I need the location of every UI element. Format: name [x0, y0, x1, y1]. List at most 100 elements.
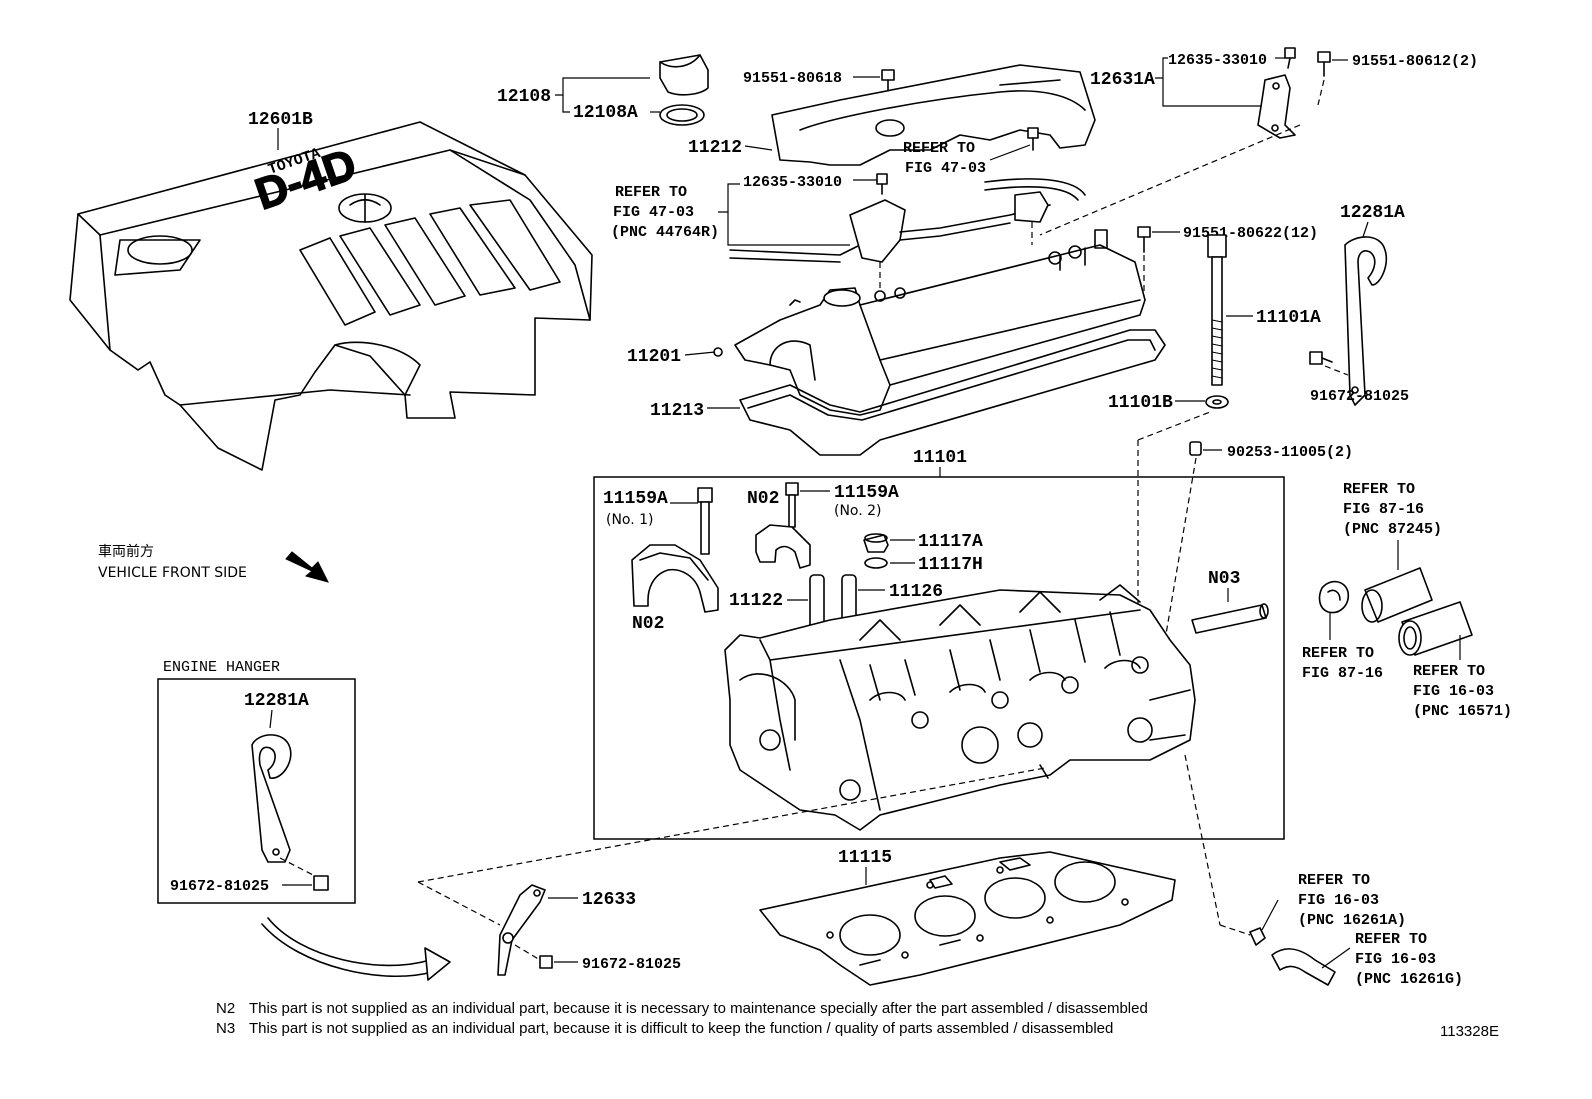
- head-cover-gasket-illustration: [739, 329, 1166, 456]
- part-number-91672-81025-bottom: 91672-81025: [582, 956, 681, 973]
- reference-fig-16-03-pnc-16571: REFER TO FIG 16-03 (PNC 16571): [1413, 663, 1512, 720]
- ref-line: (PNC 44764R): [611, 224, 719, 241]
- part-number-91672-81025-top: 91672-81025: [1310, 388, 1409, 405]
- bolt-91672-81025-hanger-icon: [313, 875, 329, 891]
- front-direction-arrow-icon: [285, 551, 329, 583]
- no2-label: (No. 2): [834, 503, 882, 519]
- engine-hanger-title: ENGINE HANGER: [163, 659, 280, 676]
- ref-line: FIG 16-03: [1355, 951, 1436, 968]
- engine-hanger-illustration: [251, 734, 292, 863]
- engine-cover-illustration: TOYOTA D-4D: [69, 121, 593, 471]
- ref-line: (PNC 16261A): [1298, 912, 1406, 929]
- cylinder-head-cover-illustration: [713, 229, 1146, 416]
- bolt-91551-80612-icon: [1317, 51, 1331, 77]
- note-n3-text: This part is not supplied as an individu…: [249, 1020, 1113, 1037]
- reference-fig-87-16-pnc-87245: REFER TO FIG 87-16 (PNC 87245): [1343, 481, 1442, 538]
- ref-line: FIG 16-03: [1413, 683, 1494, 700]
- ref-line: FIG 47-03: [905, 160, 986, 177]
- reference-fig-16-03-pnc-16261A: REFER TO FIG 16-03 (PNC 16261A): [1298, 872, 1406, 929]
- part-number-91551-80618: 91551-80618: [743, 70, 842, 87]
- cylinder-head-illustration: [724, 584, 1196, 831]
- no1-label: (No. 1): [606, 512, 654, 528]
- part-number-11126: 11126: [889, 582, 943, 602]
- reference-fig-16-03-pnc-16261G: REFER TO FIG 16-03 (PNC 16261G): [1355, 931, 1463, 988]
- part-number-11213: 11213: [650, 401, 704, 421]
- reference-fig-47-03-top: REFER TO FIG 47-03: [903, 140, 986, 177]
- part-number-12281A-hanger: 12281A: [244, 691, 309, 711]
- ref-line: FIG 47-03: [613, 204, 694, 221]
- ref-line: FIG 16-03: [1298, 892, 1379, 909]
- dowel-pin-90253-icon: [1189, 441, 1202, 456]
- ref-line: REFER TO: [1355, 931, 1427, 948]
- o-ring-11117H-icon: [864, 557, 888, 569]
- n02-label-bolt: N02: [747, 489, 779, 509]
- n03-pipe-illustration: [1191, 603, 1269, 634]
- ref-line: REFER TO: [1298, 872, 1370, 889]
- illustration-id: 113328E: [1440, 1023, 1499, 1040]
- bearing-cap-no1-illustration: [631, 544, 719, 613]
- ref-line: REFER TO: [903, 140, 975, 157]
- washer-11101B-illustration: [1205, 395, 1229, 409]
- part-number-11159A-no2: 11159A: [834, 483, 899, 503]
- n02-label-left: N02: [632, 614, 664, 634]
- engine-hanger-top-illustration: [1344, 236, 1388, 406]
- n03-label: N03: [1208, 569, 1240, 589]
- bracket-12631A-illustration: [1257, 74, 1296, 139]
- hose-pipe-illustration: [1318, 567, 1473, 656]
- part-number-12635-33010-a: 12635-33010: [1168, 52, 1267, 69]
- bolt-91551-80622-icon: [1137, 226, 1151, 253]
- bolt-11159A-no1-illustration: [697, 487, 713, 555]
- bolt-11159A-no2-illustration: [785, 482, 799, 528]
- ref-line: (PNC 16571): [1413, 703, 1512, 720]
- bolt-91672-81025-top-icon: [1309, 351, 1333, 365]
- engine-hanger-12633-illustration: [497, 884, 546, 976]
- oil-filler-cap-illustration: [659, 54, 709, 126]
- part-number-90253-11005: 90253-11005(2): [1227, 444, 1353, 461]
- vehicle-front-label: VEHICLE FRONT SIDE: [98, 565, 247, 581]
- cylinder-head-sub-assy-box: [593, 476, 1285, 840]
- hose-clip-16261A-icon: [1249, 927, 1266, 946]
- bolt-12635-33010-b-icon: [876, 173, 888, 195]
- ref-line: REFER TO: [1343, 481, 1415, 498]
- part-number-11159A-no1: 11159A: [603, 489, 668, 509]
- bolt-91672-81025-bottom-icon: [539, 955, 553, 969]
- part-number-11117H: 11117H: [918, 555, 983, 575]
- bolt-clip-icon: [1027, 127, 1039, 151]
- reference-fig-47-03-pnc-44764R: REFER TO FIG 47-03 (PNC 44764R): [611, 184, 719, 241]
- vehicle-front-japanese: 車両前方: [98, 543, 154, 560]
- part-number-12108: 12108: [497, 87, 551, 107]
- reference-fig-87-16: REFER TO FIG 87-16: [1302, 645, 1383, 682]
- engine-hanger-box: [157, 678, 356, 904]
- part-number-91672-81025-hanger: 91672-81025: [170, 878, 269, 895]
- ref-line: (PNC 16261G): [1355, 971, 1463, 988]
- hose-16261G-illustration: [1271, 948, 1336, 986]
- part-number-12633: 12633: [582, 890, 636, 910]
- part-number-12601B: 12601B: [248, 110, 313, 130]
- cylinder-head-gasket-illustration: [759, 851, 1176, 986]
- bolt-12635-33010-icon: [1284, 47, 1296, 69]
- ref-line: REFER TO: [615, 184, 687, 201]
- part-number-91551-80622: 91551-80622(12): [1183, 225, 1318, 242]
- part-number-12281A-top: 12281A: [1340, 203, 1405, 223]
- note-n3-code: N3: [216, 1020, 235, 1037]
- part-number-11117A: 11117A: [918, 532, 983, 552]
- part-number-11115: 11115: [838, 848, 892, 868]
- part-number-12108A: 12108A: [573, 103, 638, 123]
- note-n2-code: N2: [216, 1000, 235, 1017]
- part-number-12635-33010-b: 12635-33010: [743, 174, 842, 191]
- ref-line: FIG 87-16: [1302, 665, 1383, 682]
- part-number-11101A: 11101A: [1256, 308, 1321, 328]
- bearing-cap-no2-illustration: [755, 524, 811, 569]
- note-n2-text: This part is not supplied as an individu…: [249, 1000, 1148, 1017]
- part-number-11101B: 11101B: [1108, 393, 1173, 413]
- ref-line: FIG 87-16: [1343, 501, 1424, 518]
- part-number-11122: 11122: [729, 591, 783, 611]
- plug-11117A-icon: [863, 533, 889, 553]
- ref-line: REFER TO: [1413, 663, 1485, 680]
- part-number-11201: 11201: [627, 347, 681, 367]
- part-number-11101: 11101: [913, 448, 967, 468]
- head-bolt-11101A-illustration: [1207, 234, 1227, 386]
- part-number-12631A: 12631A: [1090, 70, 1155, 90]
- part-number-91551-80612: 91551-80612(2): [1352, 53, 1478, 70]
- ref-line: REFER TO: [1302, 645, 1374, 662]
